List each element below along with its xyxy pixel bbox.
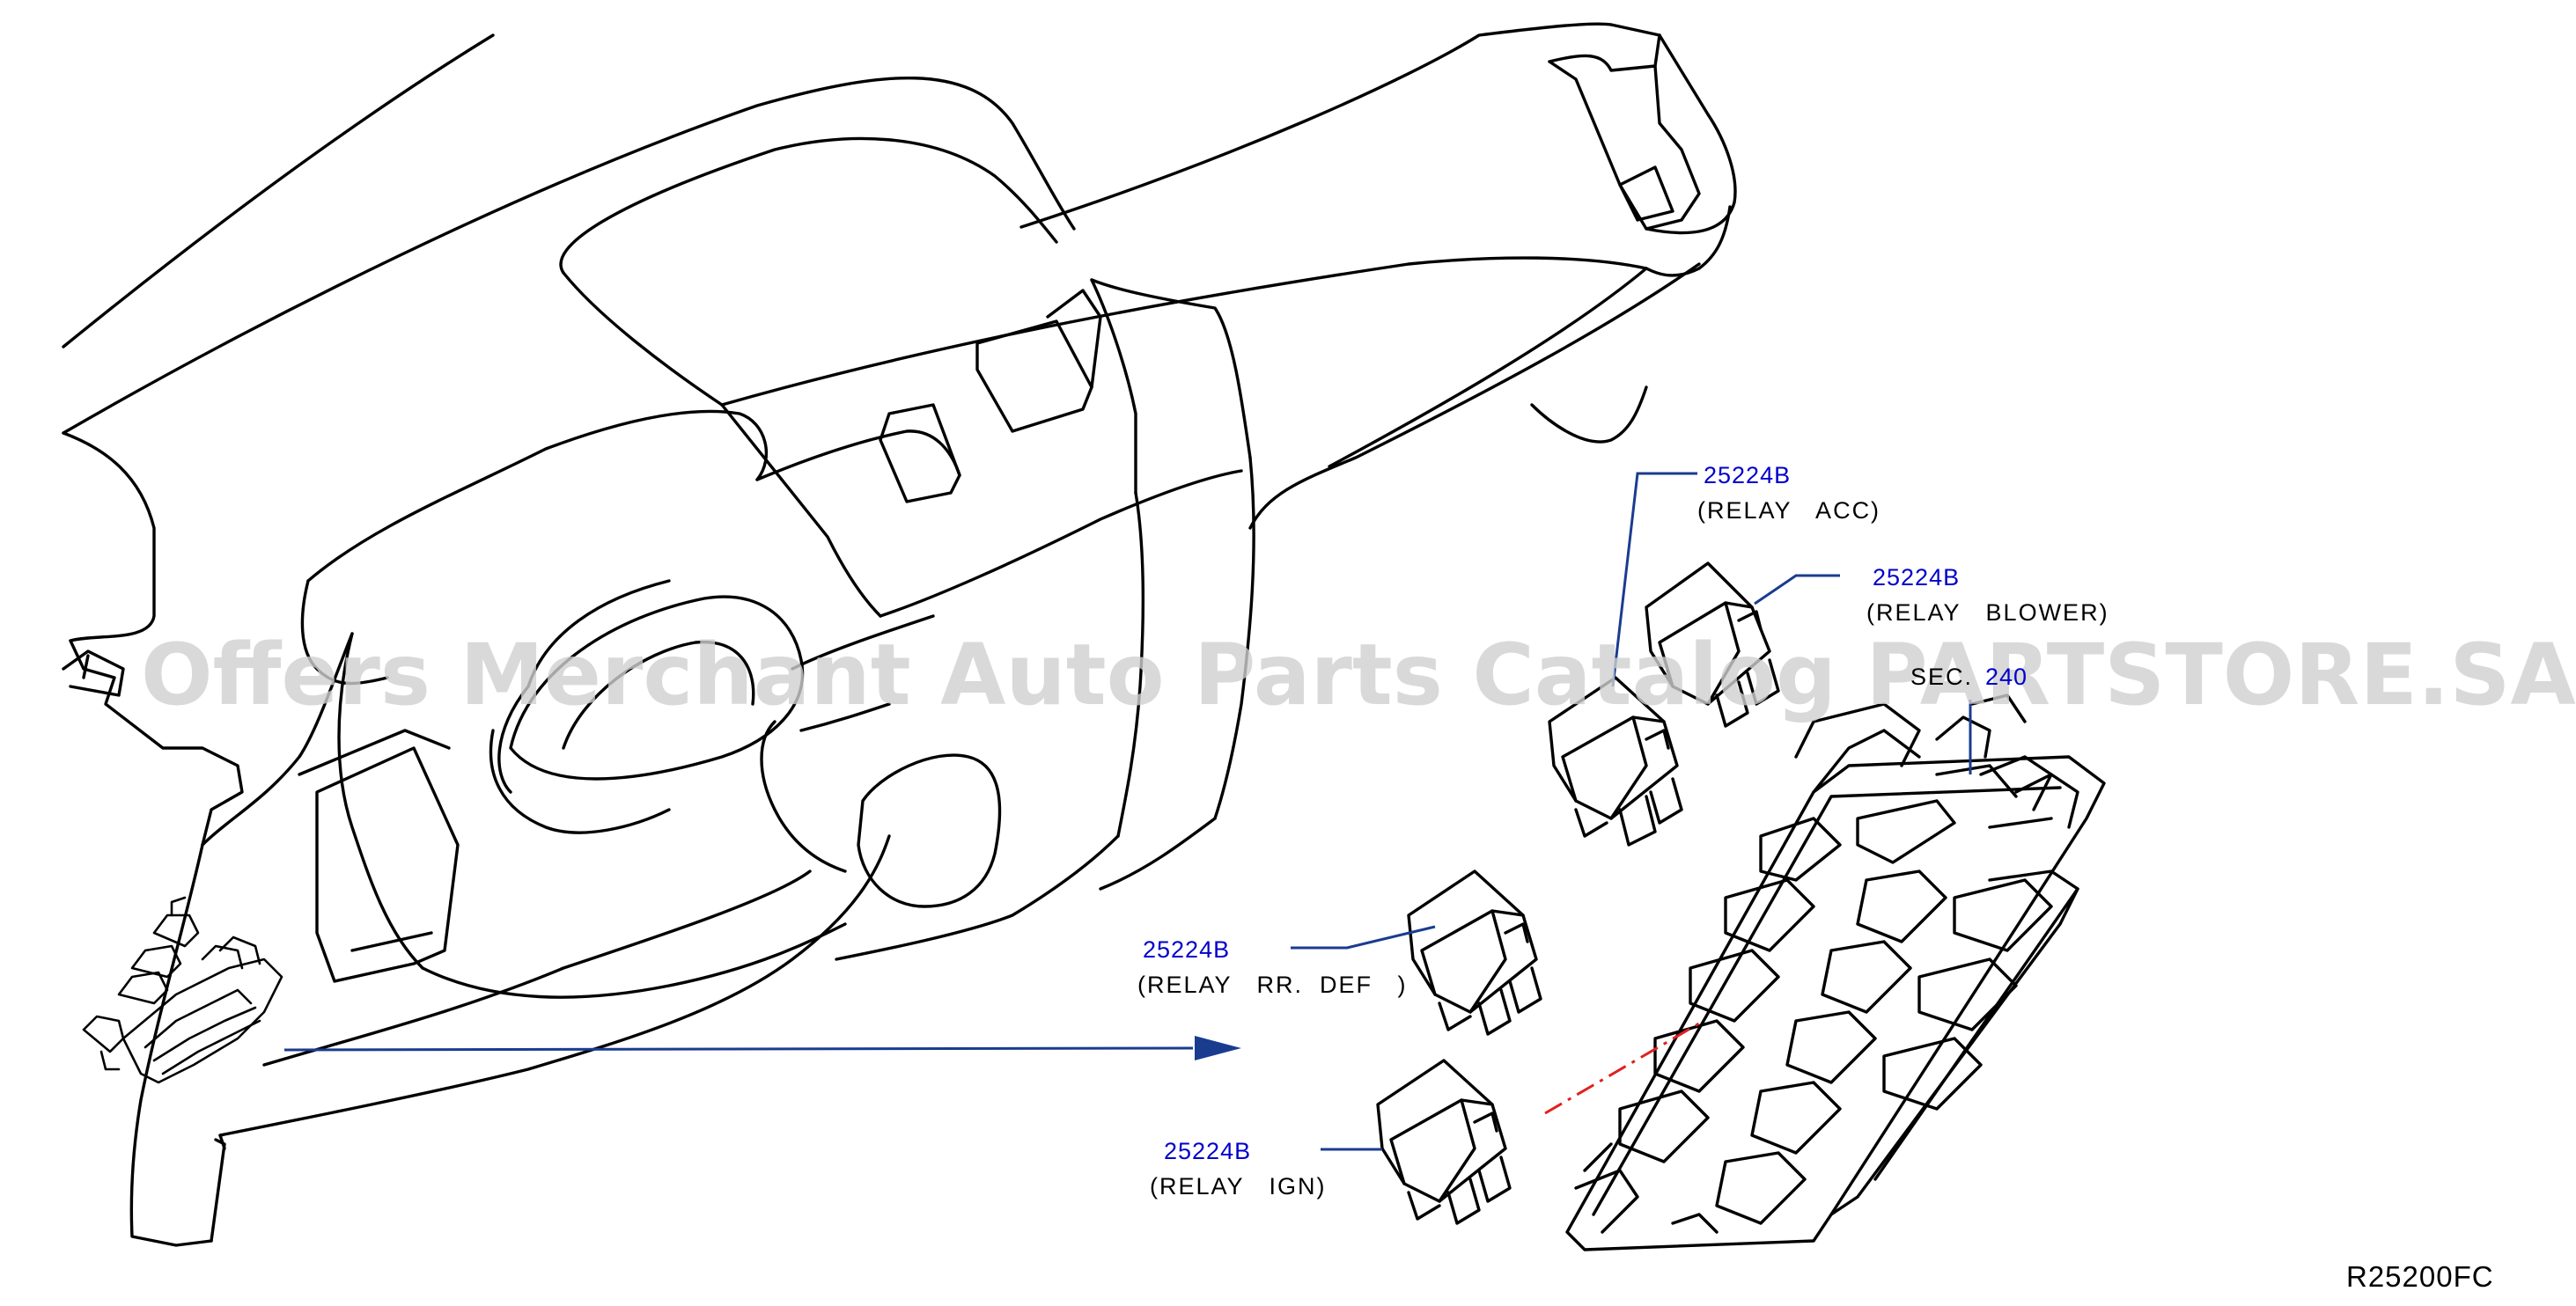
part-name: (RELAY RR. DEF ): [1137, 972, 1408, 998]
fuse-block-installed: [82, 896, 283, 1084]
part-number[interactable]: 25224B: [1873, 564, 1960, 591]
relay-box: [1565, 693, 2106, 1251]
callout-relay-acc[interactable]: 25224B (RELAY ACC): [1697, 462, 1880, 524]
relay-ign: [1376, 1059, 1512, 1225]
part-number[interactable]: 25224B: [1704, 462, 1791, 488]
callout-relay-rr-def[interactable]: 25224B (RELAY RR. DEF ): [1137, 936, 1408, 998]
sec-prefix: SEC.: [1910, 664, 1973, 690]
section-reference[interactable]: SEC. 240: [1910, 664, 2028, 690]
callout-relay-ign[interactable]: 25224B (RELAY IGN): [1150, 1138, 1327, 1200]
callout-relay-blower[interactable]: 25224B (RELAY BLOWER): [1866, 564, 2109, 626]
dashboard-outline: [62, 22, 1737, 1247]
leader-lines: [1291, 472, 1972, 1151]
hidden-line: [1544, 1019, 1704, 1115]
part-name: (RELAY BLOWER): [1866, 599, 2109, 626]
part-number[interactable]: 25224B: [1143, 936, 1230, 963]
sec-number[interactable]: 240: [1985, 664, 2028, 690]
relay-blower: [1645, 561, 1780, 728]
relay-acc: [1548, 676, 1683, 847]
part-name: (RELAY ACC): [1697, 497, 1880, 524]
diagram-code: R25200FC: [2346, 1260, 2494, 1293]
part-name: (RELAY IGN): [1150, 1173, 1327, 1200]
relay-rr-def: [1407, 869, 1542, 1036]
watermark: Offers Merchant Auto Parts Catalog PARTS…: [141, 626, 2576, 724]
locator-arrow: [283, 1036, 1241, 1060]
part-number[interactable]: 25224B: [1164, 1138, 1251, 1164]
